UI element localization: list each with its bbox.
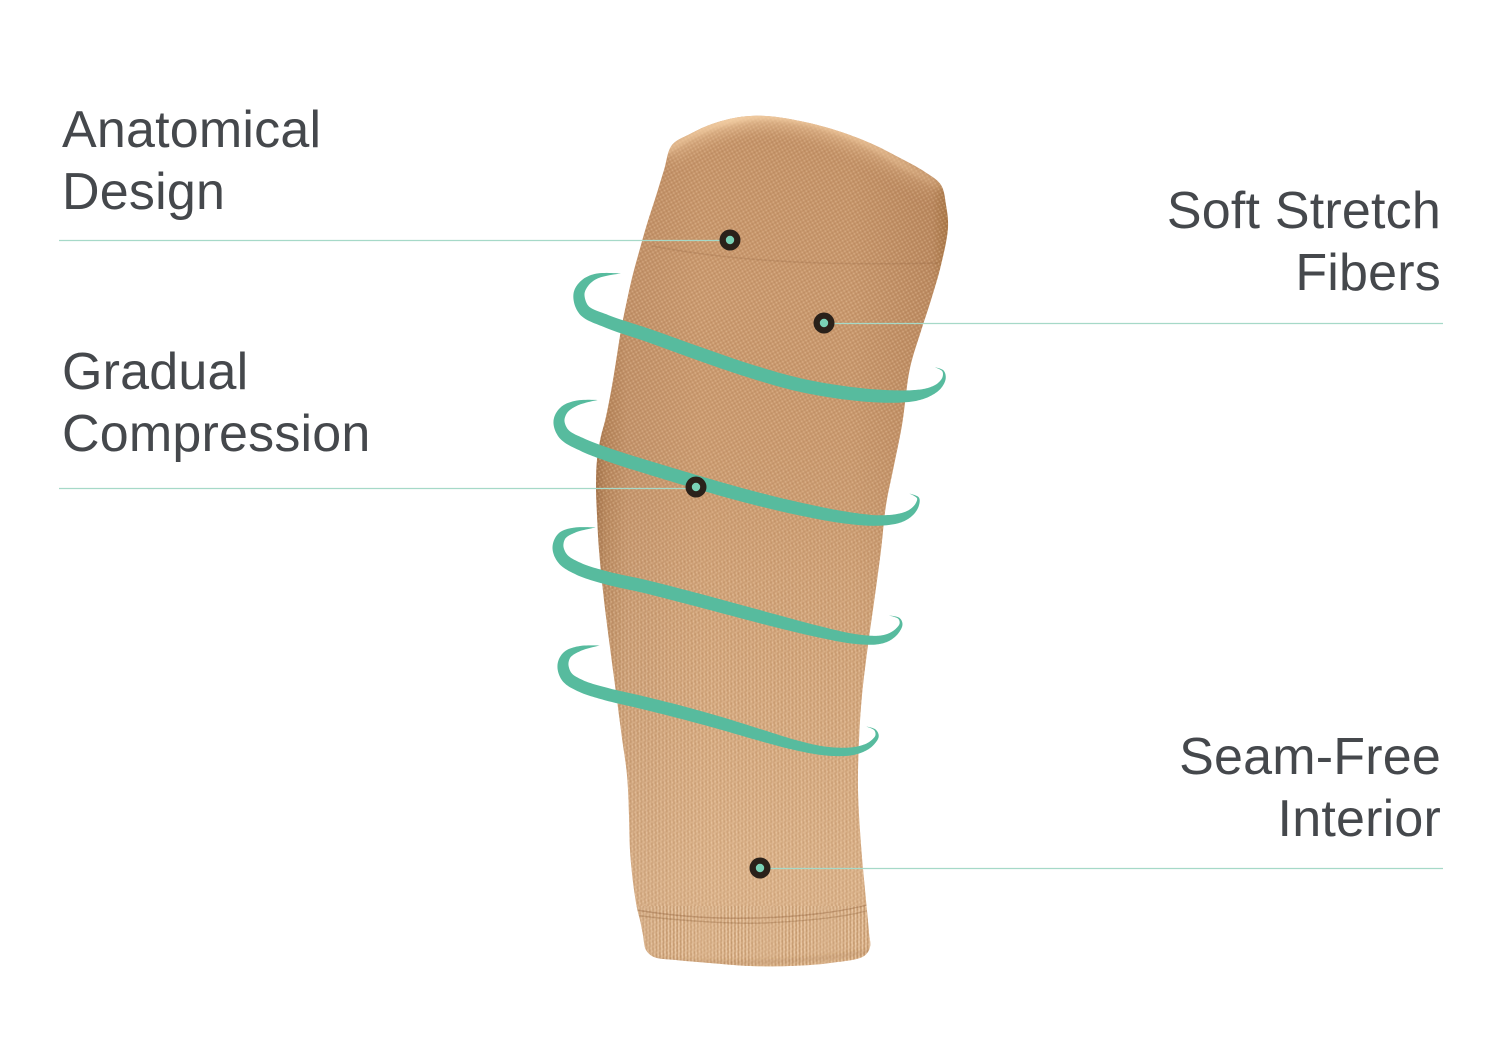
feature-label-line: Seam-Free <box>1179 728 1441 786</box>
feature-label-line: Design <box>62 163 226 221</box>
feature-label-gradual-compression: Gradual Compression <box>62 341 371 465</box>
compression-ring-1 <box>573 272 946 403</box>
callout-dot-inner <box>725 235 735 245</box>
feature-label-soft-stretch-fibers: Soft Stretch Fibers <box>1167 180 1441 304</box>
compression-ring-3 <box>552 527 903 645</box>
callout-dot-soft-stretch-fibers <box>813 312 835 334</box>
sleeve-cuff-seam <box>635 904 868 919</box>
feature-label-line: Compression <box>62 405 371 463</box>
callout-dot-inner <box>691 482 701 492</box>
callout-dot-seam-free-interior <box>749 857 771 879</box>
callout-dots <box>685 229 835 879</box>
compression-ring-4 <box>557 645 879 757</box>
feature-label-seam-free-interior: Seam-Free Interior <box>1179 726 1441 850</box>
sleeve-cuff-seam <box>636 909 869 924</box>
compression-ring-2 <box>553 399 920 526</box>
callout-dot-inner <box>819 318 829 328</box>
feature-label-line: Anatomical <box>62 101 322 159</box>
feature-label-line: Gradual <box>62 343 249 401</box>
callout-dot-anatomical-design <box>719 229 741 251</box>
sleeve <box>596 115 949 967</box>
callout-dot-inner <box>755 863 765 873</box>
compression-rings <box>552 272 946 757</box>
feature-label-anatomical-design: Anatomical Design <box>62 99 321 223</box>
feature-label-line: Interior <box>1277 790 1441 848</box>
feature-label-line: Soft Stretch <box>1166 182 1441 240</box>
callout-dot-gradual-compression <box>685 476 707 498</box>
sleeve-top-seam <box>651 245 939 265</box>
feature-label-line: Fibers <box>1295 244 1441 302</box>
callout-lines <box>59 239 1443 870</box>
